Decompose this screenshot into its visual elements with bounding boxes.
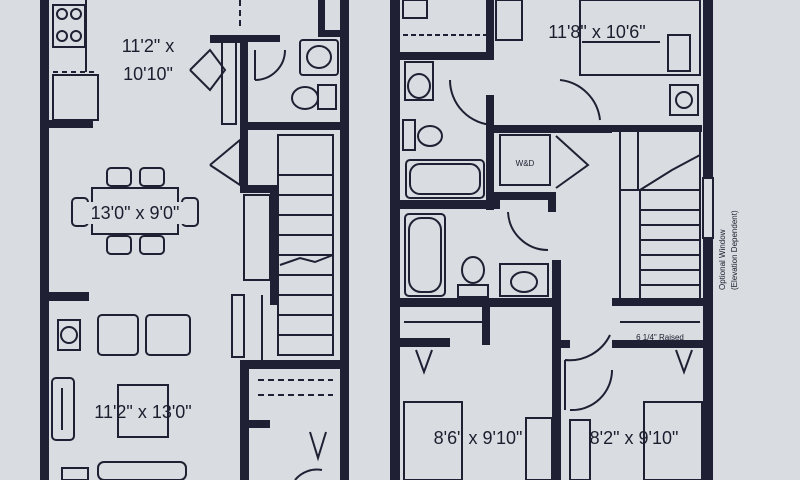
powder-wall-left (240, 35, 248, 130)
dining-dimension: 13'0" x 9'0" (91, 203, 180, 223)
media-niche (243, 194, 271, 281)
primary-bedroom-dimension: 11'8" x 10'6" (548, 22, 645, 42)
powder-wall-seg2 (318, 30, 340, 37)
stair-wall-d (240, 360, 340, 369)
powder-wall-seg (248, 35, 280, 42)
pantry-door (189, 48, 227, 92)
closet-wall-b (240, 420, 270, 428)
raised-note: 6 1/4" Raised (636, 333, 684, 342)
kitchen-dimension: 11'2" x (122, 36, 175, 56)
upper-floor-plan: W&D (390, 0, 714, 480)
upper-stairs (619, 129, 701, 301)
west-exterior-wall (40, 0, 49, 480)
laundry-label: W&D (516, 159, 535, 168)
divider-wall (49, 292, 89, 301)
upper-bath-2 (404, 211, 549, 298)
upper-stairs-dashed (239, 0, 333, 480)
powder-wall-top (210, 35, 248, 43)
optional-window-note: Optional Window (718, 229, 727, 290)
east-exterior-wall (340, 0, 349, 480)
refrigerator (52, 74, 99, 121)
living-dimension: 11'2" x 13'0" (94, 402, 191, 422)
optional-window (702, 177, 714, 239)
powder-wall-bottom (240, 122, 340, 130)
bed-2 (403, 401, 463, 480)
stair-wall-c (270, 185, 278, 305)
main-stairs (261, 134, 334, 360)
kitchen-wall (49, 120, 93, 128)
laundry-closet: W&D (499, 134, 590, 189)
bedroom-2-dimension: 8'6" x 9'10" (434, 428, 523, 448)
living-furniture (51, 314, 191, 480)
main-floor-plan (40, 0, 349, 480)
upper-bath-1 (402, 0, 486, 199)
powder-wall-seg3 (318, 0, 325, 35)
bed-3 (643, 401, 703, 480)
stair-wall-b (240, 185, 276, 193)
upper-east-wall (703, 0, 713, 480)
upper-west-wall (390, 0, 400, 480)
bedroom-3-dimension: 8'2" x 9'10" (590, 428, 679, 448)
dining-label-bg (76, 202, 194, 224)
elevation-note: (Elevation Dependent) (730, 210, 739, 290)
stair-wall-a (240, 130, 248, 190)
primary-bedroom (495, 0, 701, 116)
powder-room (254, 39, 339, 110)
kitchen-dimension-2: 10'10" (123, 64, 173, 84)
